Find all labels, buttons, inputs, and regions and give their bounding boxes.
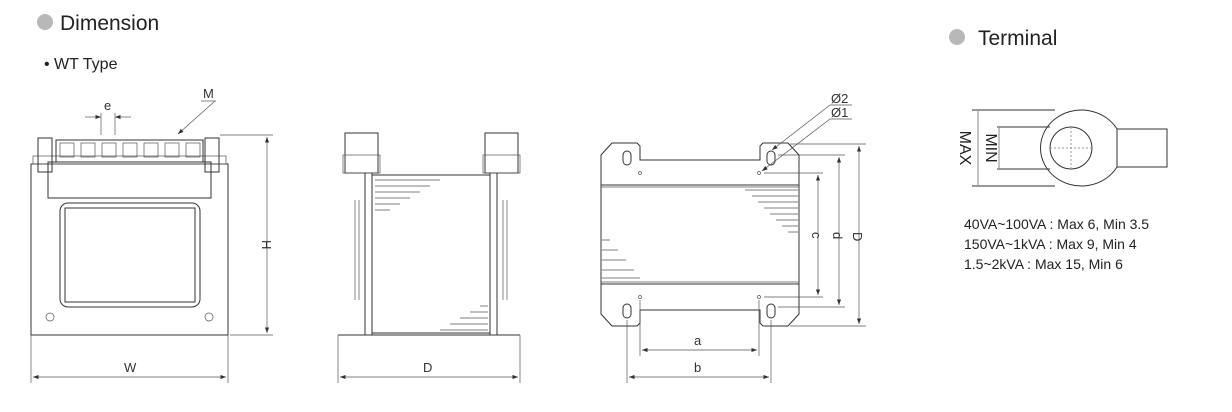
ring-terminal: MAX MIN xyxy=(956,109,1168,187)
front-view: W H e M xyxy=(30,86,274,383)
dim-label-a: a xyxy=(694,333,702,348)
type-heading: • WT Type xyxy=(44,56,118,73)
spec-line: 1.5~2kVA : Max 15, Min 6 xyxy=(964,256,1123,272)
dim-label-d-side: D xyxy=(423,360,432,375)
dim-label-e: e xyxy=(104,98,111,113)
bullet-icon xyxy=(37,14,53,30)
bottom-view: c d D a b Ø2 Ø1 xyxy=(600,91,866,383)
dim-label-c: c xyxy=(809,232,824,239)
dim-label-d-small: d xyxy=(830,232,845,239)
spec-line: 40VA~100VA : Max 6, Min 3.5 xyxy=(964,216,1149,232)
bullet-icon xyxy=(949,29,965,45)
max-label: MAX xyxy=(956,131,973,166)
dim-label-b: b xyxy=(694,360,701,375)
dim-label-phi2: Ø2 xyxy=(831,91,848,106)
side-view: D xyxy=(337,132,521,383)
dim-label-phi1: Ø1 xyxy=(831,105,848,120)
dimension-heading: Dimension xyxy=(60,12,159,35)
dim-label-h: H xyxy=(259,240,274,249)
dim-label-m: M xyxy=(203,86,214,101)
min-label: MIN xyxy=(982,133,999,162)
terminal-heading: Terminal xyxy=(978,27,1057,50)
dim-label-d-big: D xyxy=(850,232,865,241)
dim-label-w: W xyxy=(124,360,137,375)
spec-line: 150VA~1kVA : Max 9, Min 4 xyxy=(964,236,1137,252)
